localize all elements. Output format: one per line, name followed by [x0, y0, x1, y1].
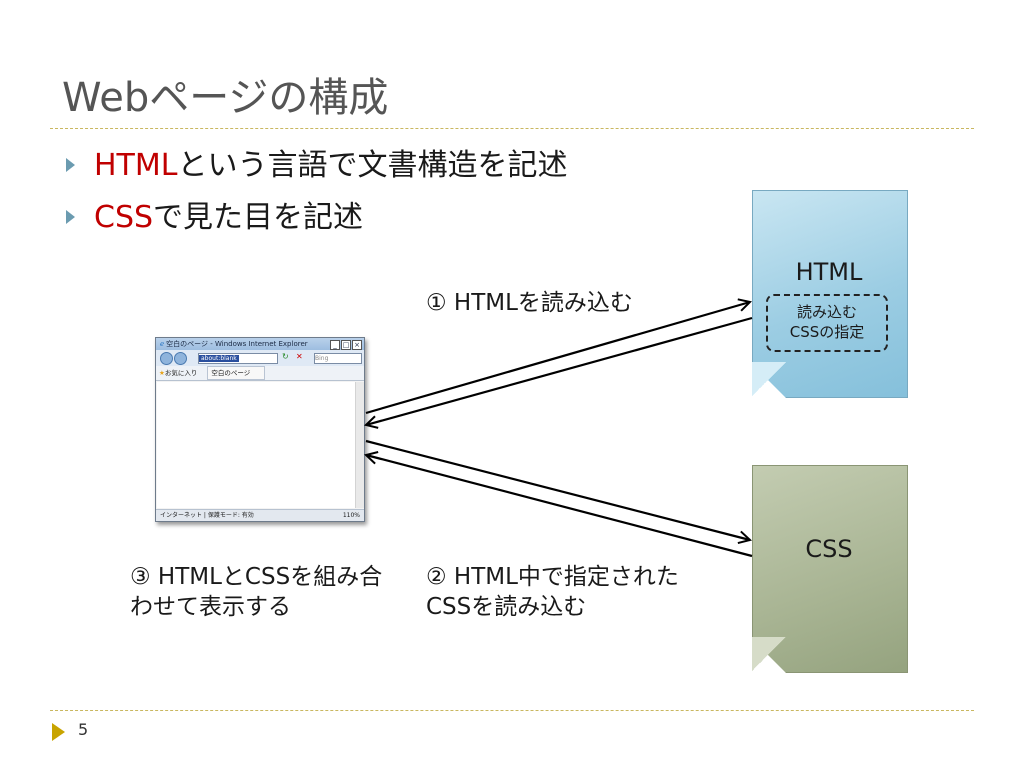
search-placeholder: Bing — [315, 355, 329, 362]
css-document-fold — [752, 637, 786, 671]
maximize-icon: □ — [341, 340, 351, 350]
status-text: インターネット | 保護モード: 有効 — [160, 512, 254, 519]
address-field: about:blank — [198, 353, 278, 364]
css-reference-line2: CSSの指定 — [789, 323, 865, 341]
footer-divider — [50, 710, 974, 711]
search-field: Bing — [314, 353, 362, 364]
bullet-arrow-icon — [66, 210, 75, 224]
arrow-browser-to-css — [365, 439, 750, 540]
window-controls: _□× — [329, 339, 362, 350]
arrow-css-to-browser — [366, 455, 753, 558]
bullet-html: HTMLという言語で文書構造を記述 — [66, 146, 567, 186]
minimize-icon: _ — [330, 340, 340, 350]
slide-title: Webページの構成 — [62, 75, 389, 121]
browser-window-title: 空白のページ - Windows Internet Explorer — [166, 340, 308, 348]
html-document-label: HTML — [795, 258, 863, 286]
browser-tab-label: 空白のページ — [211, 369, 251, 377]
css-reference-box: 読み込む CSSの指定 — [766, 294, 888, 352]
stop-icon: ✕ — [296, 352, 303, 361]
ie-logo-icon: ℯ — [160, 340, 165, 348]
page-marker-icon — [52, 723, 65, 741]
html-document-fold — [752, 362, 786, 396]
favorites-label: お気に入り — [164, 369, 198, 377]
bullet-html-highlight: HTML — [94, 148, 178, 183]
bullet-css: CSSで見た目を記述 — [66, 198, 363, 238]
css-reference-line1: 読み込む — [796, 303, 857, 321]
step1-note: ① HTMLを読み込む — [426, 290, 633, 316]
close-icon: × — [352, 340, 362, 350]
favorites-bar: ★お気に入り 空白のページ — [156, 366, 364, 381]
css-document-label: CSS — [805, 535, 853, 563]
forward-icon — [174, 352, 187, 365]
step2-note: ② HTML中で指定されたCSSを読み込む — [426, 564, 679, 620]
title-divider — [50, 128, 974, 129]
bullet-html-text: という言語で文書構造を記述 — [177, 148, 568, 183]
back-icon — [160, 352, 173, 365]
address-value: about:blank — [199, 355, 239, 362]
zoom-level: 110% — [342, 512, 360, 519]
bullet-css-highlight: CSS — [94, 200, 154, 235]
browser-content — [157, 382, 356, 508]
step3-note: ③ HTMLとCSSを組み合わせて表示する — [130, 564, 383, 620]
browser-address-bar: about:blank ↻ ✕ Bing — [156, 350, 364, 366]
refresh-icon: ↻ — [282, 352, 289, 361]
star-icon: ★ — [159, 369, 165, 377]
browser-scrollbar — [356, 382, 364, 508]
bullet-css-text: で見た目を記述 — [153, 200, 364, 235]
browser-statusbar: インターネット | 保護モード: 有効 110% — [156, 509, 364, 521]
page-number: 5 — [78, 720, 89, 739]
arrow-html-to-browser — [366, 316, 753, 425]
browser-tab: 空白のページ — [207, 366, 266, 380]
arrow-browser-to-html — [365, 302, 750, 415]
bullet-arrow-icon — [66, 158, 75, 172]
